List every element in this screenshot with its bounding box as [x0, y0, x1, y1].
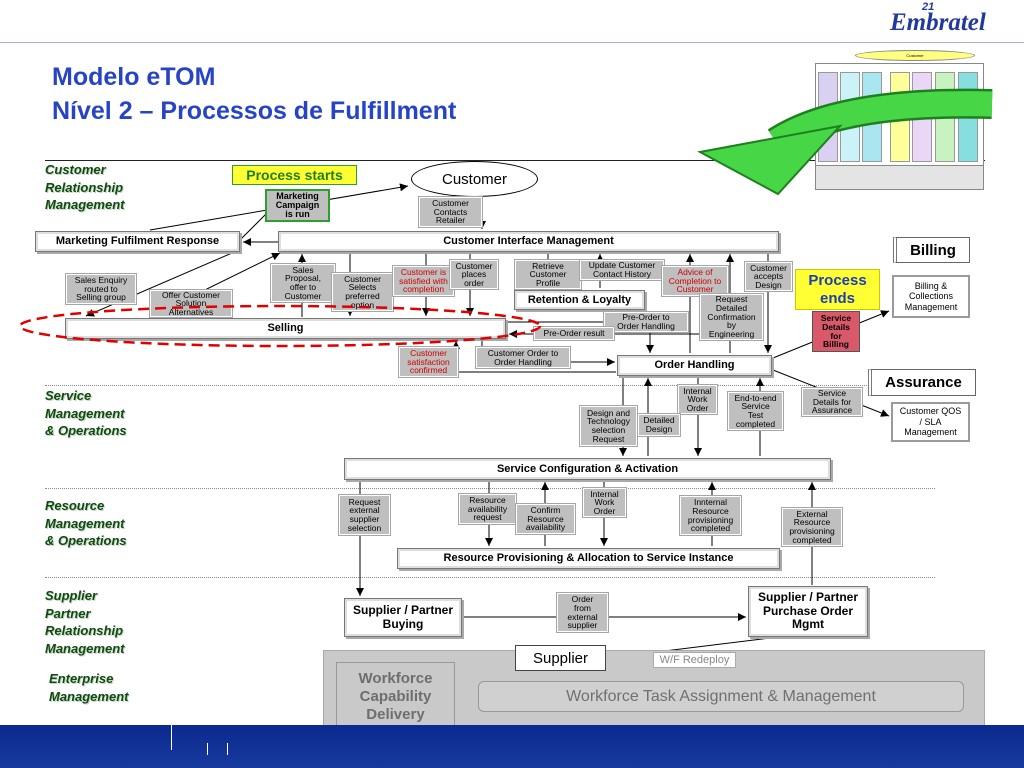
- footer-band: [0, 725, 1024, 768]
- flow-label-selects-option: Customer Selects preferred option: [331, 272, 394, 312]
- flow-label-places-order: Customer places order: [449, 259, 499, 290]
- layer-divider: [45, 488, 935, 489]
- title-separator: [45, 160, 985, 161]
- process-ends-marker: Process ends: [795, 269, 880, 310]
- process-marketing-fulfilment-response: Marketing Fulfilment Response: [35, 231, 240, 252]
- workforce-task-assignment: Workforce Task Assignment & Management: [478, 681, 964, 712]
- framework-column: [935, 72, 955, 162]
- footer-divider: [171, 725, 172, 750]
- layer-label-customer-relationship: Customer Relationship Management: [45, 162, 125, 212]
- process-retention-loyalty: Retention & Loyalty: [514, 290, 645, 310]
- framework-column: [958, 72, 978, 162]
- billing-collections-management: Billing & Collections Management: [892, 275, 970, 318]
- layer-label-resource: Resource Management & Operations: [45, 498, 127, 548]
- customer-ellipse: Customer: [411, 161, 538, 197]
- flow-label-internal-work-order-service: Internal Work Order: [677, 384, 718, 415]
- process-service-configuration-activation: Service Configuration & Activation: [344, 458, 831, 480]
- assurance-header: Assurance: [868, 369, 976, 396]
- framework-column: [912, 72, 932, 162]
- flow-label-customer-contacts: Customer Contacts Retailer: [418, 196, 483, 228]
- framework-column: [862, 72, 882, 162]
- flow-label-e2e-test: End-to-end Service Test completed: [727, 391, 784, 431]
- layer-divider: [45, 385, 935, 386]
- footer-divider: [227, 743, 228, 755]
- flow-label-preorder-result: Pre-Order result: [533, 326, 615, 341]
- flow-label-preorder-to-oh: Pre-Order to Order Handling: [603, 311, 689, 333]
- wf-redeploy: W/F Redeploy: [653, 652, 736, 668]
- flow-label-marketing-campaign: Marketing Campaign is run: [265, 189, 330, 222]
- framework-thumbnail: [815, 63, 984, 166]
- logo-number: 21: [922, 1, 935, 13]
- framework-column: [890, 72, 910, 162]
- flow-label-detailed-design: Detailed Design: [637, 413, 681, 437]
- title-line-1: Modelo eTOM: [52, 63, 216, 91]
- flow-label-update-history: Update Customer Contact History: [579, 259, 665, 281]
- framework-thumbnail-customer-ellipse: Customer: [855, 50, 975, 61]
- flow-label-retrieve-profile: Retrieve Customer Profile: [514, 259, 582, 290]
- layer-divider: [45, 577, 935, 578]
- logo-wordmark: Embratel: [890, 9, 986, 36]
- flow-label-confirm-resource: Confirm Resource availability: [515, 503, 576, 535]
- framework-thumbnail-label: Customer: [906, 52, 924, 58]
- flow-label-details-billing: Service Details for Billing: [812, 311, 860, 352]
- billing-header: Billing: [893, 237, 970, 263]
- page-title: Modelo eTOM Nível 2 – Processos de Fulfi…: [52, 60, 456, 128]
- flow-label-request-confirmation: Request Detailed Confirmation by Enginee…: [699, 293, 764, 341]
- flow-label-offer-alternatives: Offer Customer Solution Alternatives: [149, 289, 233, 318]
- flow-label-sales-proposal: Sales Proposal, offer to Customer: [270, 263, 336, 303]
- framework-column: [818, 72, 838, 162]
- process-order-handling: Order Handling: [617, 355, 772, 376]
- process-supplier-partner-po-mgmt: Supplier / Partner Purchase Order Mgmt: [748, 586, 868, 637]
- layer-label-supplier-partner: Supplier Partner Relationship Management: [45, 588, 125, 656]
- header-rule: [0, 42, 1024, 43]
- process-supplier-partner-buying: Supplier / Partner Buying: [344, 598, 462, 637]
- framework-thumbnail-base: [815, 165, 984, 190]
- flow-label-advice-completion: Advice of Completion to Customer: [661, 265, 729, 297]
- flow-label-design-technology: Design and Technology selection Request: [579, 405, 638, 447]
- flow-label-satisfaction-confirmed: Customer satisfaction confirmed: [398, 346, 459, 378]
- title-line-2: Nível 2 – Processos de Fulfillment: [52, 97, 457, 125]
- flow-label-request-external: Request external supplier selection: [338, 494, 391, 536]
- layer-label-enterprise: Enterprise Management: [49, 671, 129, 704]
- framework-column: [840, 72, 860, 162]
- customer-qos-sla-management: Customer QOS / SLA Management: [891, 402, 970, 442]
- process-customer-interface-management: Customer Interface Management: [278, 231, 779, 252]
- flow-label-details-assurance: Service Details for Assurance: [801, 387, 863, 417]
- flow-label-external-resource-completed: External Resource provisioning completed: [781, 507, 843, 547]
- footer-divider: [207, 743, 208, 755]
- flow-label-satisfied-completion: Customer is satisfied with completion: [392, 265, 455, 297]
- workforce-capability-delivery: Workforce Capability Delivery: [336, 662, 455, 732]
- flow-label-accepts-design: Customer accepts Design: [744, 261, 793, 292]
- supplier-box: Supplier: [515, 645, 606, 671]
- flow-arrow: [239, 213, 267, 241]
- layer-label-service: Service Management & Operations: [45, 388, 127, 438]
- process-selling: Selling: [65, 318, 506, 339]
- flow-label-internal-work-order-resource: Internal Work Order: [582, 487, 627, 518]
- process-starts-marker: Process starts: [232, 165, 357, 185]
- flow-label-internal-resource-completed: Innternal Resource provisioning complete…: [679, 495, 742, 536]
- embratel-logo: 21 Embratel: [888, 1, 1000, 42]
- flow-label-sales-enquiry: Sales Enquiry routed to Selling group: [65, 273, 137, 305]
- process-resource-provisioning: Resource Provisioning & Allocation to Se…: [397, 548, 780, 569]
- flow-label-order-external: Order from external supplier: [556, 592, 609, 633]
- flow-label-resource-availability: Resource availability request: [458, 493, 517, 525]
- flow-label-order-to-oh: Customer Order to Order Handling: [475, 346, 571, 369]
